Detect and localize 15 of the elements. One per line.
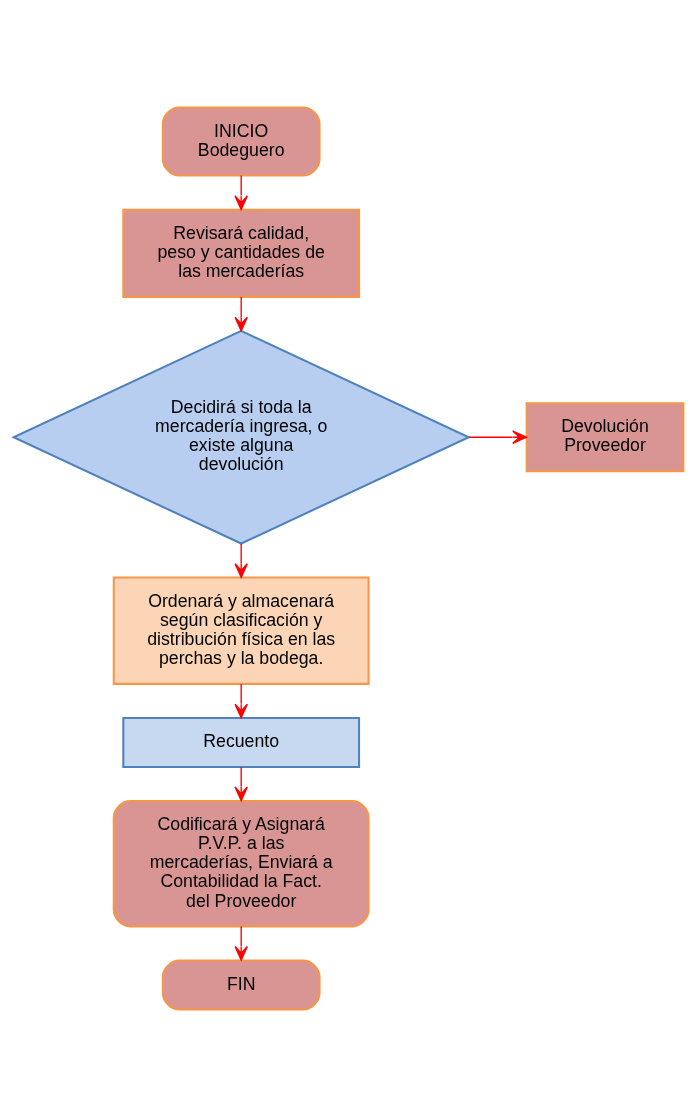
node-box: FIN <box>161 959 321 1011</box>
arrow <box>468 430 528 445</box>
node-box: Revisará calidad, peso y cantidades de las mercaderías <box>122 208 361 298</box>
node-box: Ordenará y almacenará según clasificación y distribución física en las perchas y la bodega. <box>112 576 370 685</box>
arrow <box>234 543 248 579</box>
node-box: Codificará y Asignará P.V.P. a las mercaderías, Enviará a Contabilidad la Fact. del Proveedor <box>112 800 370 928</box>
arrow <box>234 683 248 719</box>
arrow <box>234 174 248 211</box>
arrow <box>234 766 248 802</box>
node-box: Devolución Proveedor <box>525 402 685 473</box>
node-box: INICIO Bodeguero <box>161 106 321 177</box>
node-box: Recuento <box>122 716 361 768</box>
arrow <box>234 925 248 961</box>
arrow <box>234 296 248 332</box>
node-diamond: Decidirá si toda la mercadería ingresa, o existe alguna devolución <box>11 329 472 545</box>
